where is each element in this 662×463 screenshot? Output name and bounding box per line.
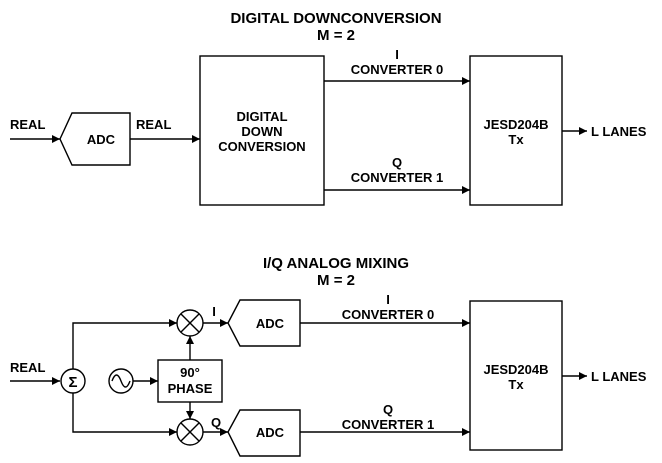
bottom-output-label: L LANES [591,369,647,384]
bottom-title: I/Q ANALOG MIXING [263,255,409,272]
top-input-label: REAL [10,117,45,132]
top-i-label: I [395,47,399,62]
q-mixer [176,418,204,446]
phase-line1: 90° [180,365,200,380]
top-subtitle: M = 2 [317,27,355,44]
top-jesd-block [469,55,563,206]
bottom-input-label: REAL [10,360,45,375]
top-ddc-line1: DIGITAL [236,109,287,124]
bottom-jesd-line2: Tx [508,377,524,392]
top-converter0-label: CONVERTER 0 [351,62,443,77]
top-ddc-line3: CONVERSION [218,139,305,154]
iq-analog-mixing-diagram: I/Q ANALOG MIXING M = 2 REAL Σ 90° PHASE [10,255,647,457]
split-to-i-mixer [72,319,177,369]
bottom-i-label: I [386,292,390,307]
top-converter1-label: CONVERTER 1 [351,170,443,185]
bottom-converter1-label: CONVERTER 1 [342,417,434,432]
bottom-jesd-line1: JESD204B [483,362,548,377]
top-adc-output-label: REAL [136,117,171,132]
summing-symbol: Σ [68,374,77,391]
top-jesd-line2: Tx [508,132,524,147]
bottom-converter0-label: CONVERTER 0 [342,307,434,322]
bottom-adc-q-block [227,409,301,457]
top-adc-label: ADC [87,132,116,147]
top-q-label: Q [392,155,402,170]
top-title: DIGITAL DOWNCONVERSION [230,10,441,27]
bottom-adc-i-label: ADC [256,316,285,331]
bottom-adc-q-label: ADC [256,425,285,440]
top-output-label: L LANES [591,124,647,139]
oscillator-sine-icon [111,374,131,388]
top-ddc-block [199,55,325,206]
bottom-q-label: Q [383,402,393,417]
i-path-label: I [212,304,216,319]
q-path-label: Q [211,415,221,430]
digital-downconversion-diagram: DIGITAL DOWNCONVERSION M = 2 REAL ADC RE… [10,10,647,206]
i-mixer [176,309,204,337]
top-ddc-line2: DOWN [241,124,282,139]
top-jesd-line1: JESD204B [483,117,548,132]
bottom-subtitle: M = 2 [317,272,355,289]
phase-shift-block [157,359,223,403]
bottom-jesd-block [469,300,563,451]
phase-line2: PHASE [168,381,213,396]
split-to-q-mixer [72,393,177,436]
